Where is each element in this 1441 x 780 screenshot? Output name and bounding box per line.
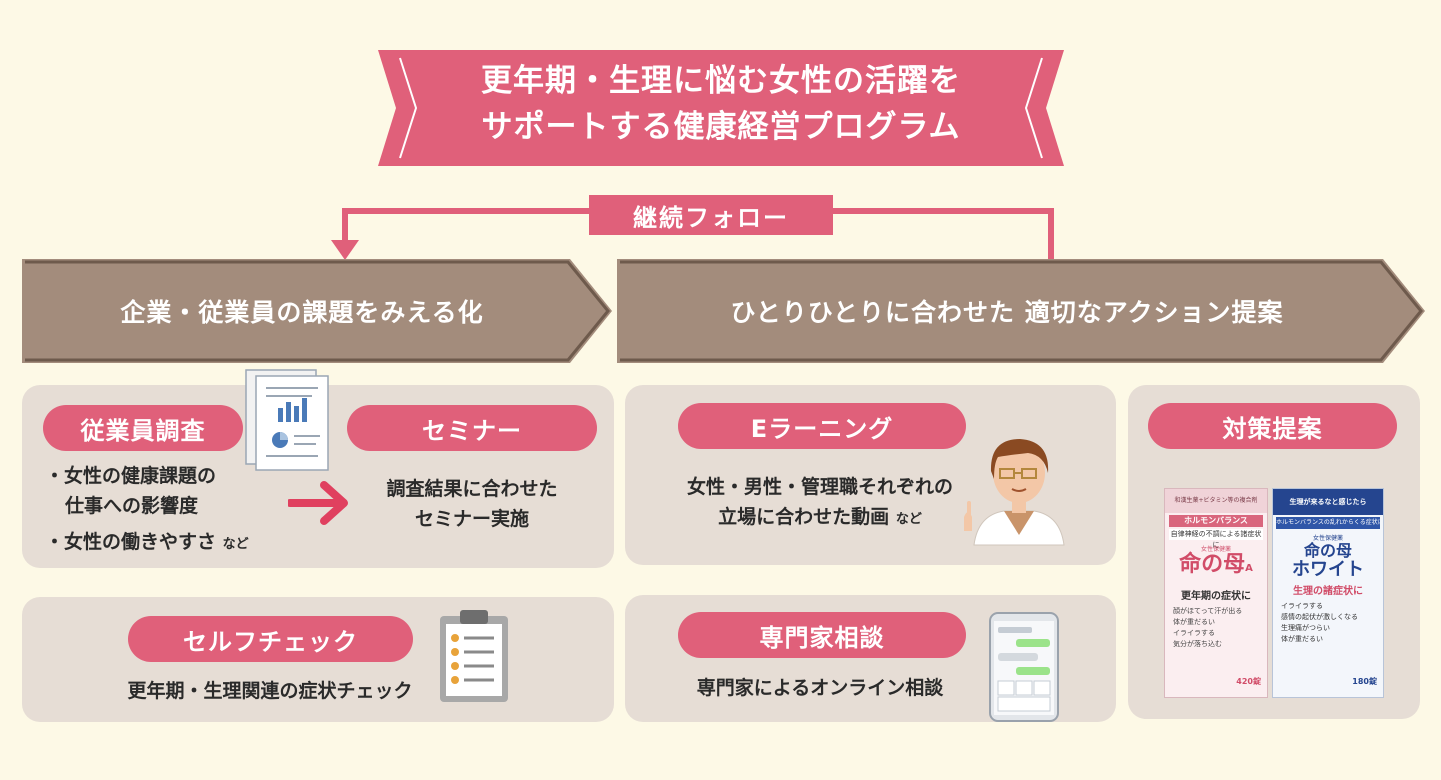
product-a-items: 顔がほてって汗が出る 体が重だるい イライラする 気分が落ち込む xyxy=(1173,606,1259,650)
product-b-brand2: ホワイト xyxy=(1273,560,1383,580)
product-a-item: イライラする xyxy=(1173,628,1259,639)
elearning-line-2-text: 立場に合わせた動画 xyxy=(718,506,889,528)
phase-right-label: ひとりひとりに合わせた 適切なアクション提案 xyxy=(617,259,1397,363)
product-a-item: 体が重だるい xyxy=(1173,617,1259,628)
product-a-brand-suffix: A xyxy=(1245,563,1253,574)
survey-bullet-2: ・女性の働きやすさ など xyxy=(45,527,249,560)
product-b-count: 180錠 xyxy=(1352,676,1377,687)
product-box-b: 生理が来るなと感じたら ホルモンバランスの乱れからくる症状に 女性保健薬 命の母… xyxy=(1272,488,1384,698)
arrow-right-icon xyxy=(288,480,352,526)
seminar-line-2: セミナー実施 xyxy=(347,504,597,534)
phase-left-label: 企業・従業員の課題をみえる化 xyxy=(22,259,582,363)
product-b-tag: 生理が来るなと感じたら xyxy=(1273,489,1383,515)
product-b-headline: 生理の諸症状に xyxy=(1273,582,1383,597)
seminar-text: 調査結果に合わせた セミナー実施 xyxy=(347,474,597,534)
survey-bullet-1: ・女性の健康課題の xyxy=(45,461,249,491)
selfcheck-title: セルフチェック xyxy=(183,622,358,657)
survey-title-pill: 従業員調査 xyxy=(43,405,243,451)
product-a-headline: 更年期の症状に xyxy=(1165,587,1267,602)
survey-bullet-2-suffix: など xyxy=(223,537,249,552)
survey-bullets: ・女性の健康課題の 仕事への影響度 ・女性の働きやすさ など xyxy=(45,461,249,560)
seminar-line-1: 調査結果に合わせた xyxy=(347,474,597,504)
survey-document-icon xyxy=(242,368,332,472)
phase-right-text: ひとりひとりに合わせた 適切なアクション提案 xyxy=(731,293,1284,329)
product-b-item: 生理痛がつらい xyxy=(1281,623,1375,634)
elearning-line-1: 女性・男性・管理職それぞれの xyxy=(670,472,970,502)
product-b-item: イライラする xyxy=(1281,601,1375,612)
product-a-count: 420錠 xyxy=(1236,676,1261,687)
product-box-a: 和漢生薬+ビタミン等の複合剤 ホルモンバランス 自律神経の不調による諸症状に 女… xyxy=(1164,488,1268,698)
product-a-tag: 和漢生薬+ビタミン等の複合剤 xyxy=(1165,489,1267,513)
product-a-item: 気分が落ち込む xyxy=(1173,639,1259,650)
clipboard-icon xyxy=(438,608,510,704)
survey-bullet-1-cont: 仕事への影響度 xyxy=(45,491,249,521)
presenter-illustration-icon xyxy=(958,425,1080,547)
phase-left-text: 企業・従業員の課題をみえる化 xyxy=(120,293,483,329)
product-b-brand: 命の母 xyxy=(1273,542,1383,560)
seminar-title: セミナー xyxy=(422,411,522,446)
proposal-title: 対策提案 xyxy=(1223,409,1323,444)
survey-bullet-2-text: ・女性の働きやすさ xyxy=(45,531,216,553)
product-a-sub: 自律神経の不調による諸症状に xyxy=(1169,529,1263,540)
elearning-text: 女性・男性・管理職それぞれの 立場に合わせた動画 など xyxy=(670,472,970,535)
product-b-items: イライラする 感情の起伏が激しくなる 生理痛がつらい 体が重だるい xyxy=(1281,601,1375,645)
seminar-title-pill: セミナー xyxy=(347,405,597,451)
follow-label: 継続フォロー xyxy=(589,195,833,235)
product-b-item: 体が重だるい xyxy=(1281,634,1375,645)
follow-label-text: 継続フォロー xyxy=(633,198,789,233)
proposal-title-pill: 対策提案 xyxy=(1148,403,1397,449)
selfcheck-title-pill: セルフチェック xyxy=(128,616,413,662)
product-a-brand: 命の母A xyxy=(1165,553,1267,581)
product-b-band: ホルモンバランスの乱れからくる症状に xyxy=(1276,517,1380,529)
survey-title: 従業員調査 xyxy=(81,411,206,446)
elearning-line-2: 立場に合わせた動画 など xyxy=(670,502,970,535)
consult-title-pill: 専門家相談 xyxy=(678,612,966,658)
product-a-band: ホルモンバランス xyxy=(1169,515,1263,527)
product-a-item: 顔がほてって汗が出る xyxy=(1173,606,1259,617)
consult-title: 専門家相談 xyxy=(760,618,885,653)
elearning-line-2-suffix: など xyxy=(896,512,922,527)
elearning-title-pill: Eラーニング xyxy=(678,403,966,449)
phone-icon xyxy=(988,611,1060,723)
product-a-brand-text: 命の母 xyxy=(1179,552,1245,577)
elearning-title: Eラーニング xyxy=(751,409,893,444)
selfcheck-text: 更年期・生理関連の症状チェック xyxy=(100,676,440,706)
consult-text: 専門家によるオンライン相談 xyxy=(660,673,980,703)
product-b-item: 感情の起伏が激しくなる xyxy=(1281,612,1375,623)
